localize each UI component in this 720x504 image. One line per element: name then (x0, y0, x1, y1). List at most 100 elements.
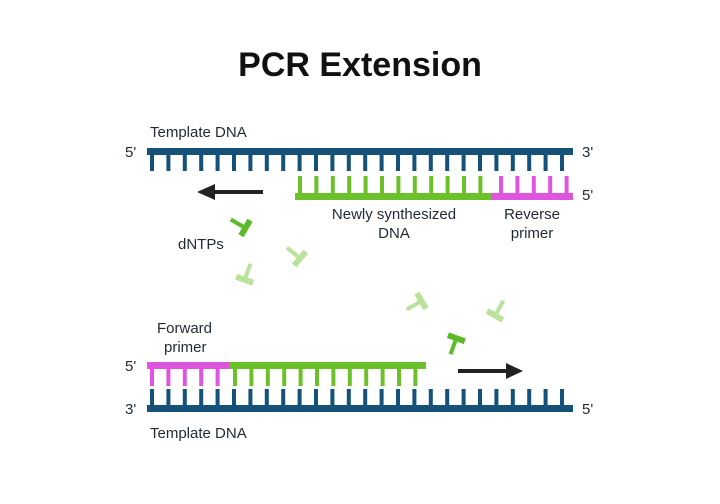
template-base (199, 155, 204, 171)
new-dna-base (364, 369, 369, 386)
template-base (461, 155, 466, 171)
new-dna-base (347, 369, 352, 386)
primer-base (548, 176, 553, 193)
new-dna-label-line1: Newly synthesized (332, 206, 456, 223)
template-base (494, 155, 499, 171)
dntp-molecule (485, 299, 506, 323)
new-dna-base (412, 176, 417, 193)
template-base (232, 389, 236, 405)
new-dna-base (478, 176, 483, 193)
bottom-strand-group: Forward primer 5' 3' 5' Template DNA (125, 320, 593, 442)
bottom-template-bases (150, 389, 564, 405)
template-base (297, 389, 302, 405)
new-dna-base (249, 369, 254, 386)
reverse-primer-bases (499, 176, 569, 193)
template-base (445, 155, 450, 171)
template-base (363, 155, 368, 171)
template-base (215, 155, 220, 171)
template-base (150, 155, 154, 171)
template-base (478, 389, 482, 405)
template-base (248, 389, 253, 405)
template-base (166, 155, 171, 171)
forward-primer-label-line2: primer (164, 339, 207, 356)
template-base (527, 155, 532, 171)
template-base (560, 389, 564, 405)
top-new-dna-bases (298, 176, 483, 193)
template-base (396, 389, 400, 405)
new-dna-base (397, 369, 401, 386)
bottom-left-end-label: 3' (125, 401, 136, 418)
reverse-primer-label-line2: primer (511, 225, 554, 242)
template-base (281, 389, 286, 405)
template-base (560, 155, 564, 171)
primer-base (199, 369, 204, 386)
template-base (314, 155, 318, 171)
dntp-molecules (229, 217, 506, 355)
template-base (199, 389, 204, 405)
primer-base (166, 369, 171, 386)
new-dna-base (315, 369, 319, 386)
dntp-molecule (235, 263, 255, 286)
new-dna-base (298, 176, 302, 193)
new-dna-base (233, 369, 237, 386)
template-base (379, 155, 384, 171)
primer-base (499, 176, 503, 193)
bottom-template-label: Template DNA (150, 425, 247, 442)
template-base (478, 155, 482, 171)
template-base (412, 155, 417, 171)
new-dna-base (429, 176, 434, 193)
template-base (248, 155, 253, 171)
new-dna-base (380, 176, 384, 193)
bottom-right-end-label: 5' (582, 401, 593, 418)
primer-base (564, 176, 569, 193)
template-base (428, 155, 433, 171)
new-dna-base (331, 369, 336, 386)
template-base (182, 155, 187, 171)
template-base (264, 389, 269, 405)
forward-primer-label-line1: Forward (157, 320, 212, 337)
bottom-new-dna-backbone (229, 362, 426, 369)
new-dna-base (396, 176, 401, 193)
template-base (330, 389, 335, 405)
template-base (297, 155, 302, 171)
new-dna-base (413, 369, 418, 386)
new-dna-base (330, 176, 335, 193)
reverse-primer-backbone (491, 193, 573, 200)
new-dna-base (314, 176, 319, 193)
top-right-end-label: 3' (582, 144, 593, 161)
template-base (543, 389, 548, 405)
template-base (215, 389, 220, 405)
top-extension-arrow (197, 184, 263, 200)
forward-primer-end-label: 5' (125, 358, 136, 375)
template-base (166, 389, 171, 405)
bottom-extension-arrow (458, 363, 523, 379)
template-base (543, 155, 548, 171)
forward-primer-bases (150, 369, 220, 386)
new-dna-label-line2: DNA (378, 225, 410, 242)
dntp-molecule (446, 332, 466, 355)
template-base (494, 389, 499, 405)
top-template-bases (150, 155, 564, 171)
template-base (510, 155, 515, 171)
new-dna-base (298, 369, 303, 386)
template-base (232, 155, 236, 171)
template-base (346, 155, 351, 171)
dntp-molecule (285, 246, 309, 268)
top-strand-group: Template DNA 5' 3' 5' Newly synthesized … (125, 124, 593, 242)
top-left-end-label: 5' (125, 144, 136, 161)
bottom-template-backbone (147, 405, 573, 412)
template-base (379, 389, 384, 405)
template-base (330, 155, 335, 171)
new-dna-base (363, 176, 368, 193)
bottom-new-dna-bases (233, 369, 418, 386)
primer-base (150, 369, 154, 386)
forward-primer-backbone (147, 362, 229, 369)
new-dna-base (445, 176, 450, 193)
template-base (461, 389, 466, 405)
template-base (314, 389, 318, 405)
primer-base (531, 176, 536, 193)
primer-base (515, 176, 520, 193)
template-base (264, 155, 269, 171)
template-base (396, 155, 400, 171)
